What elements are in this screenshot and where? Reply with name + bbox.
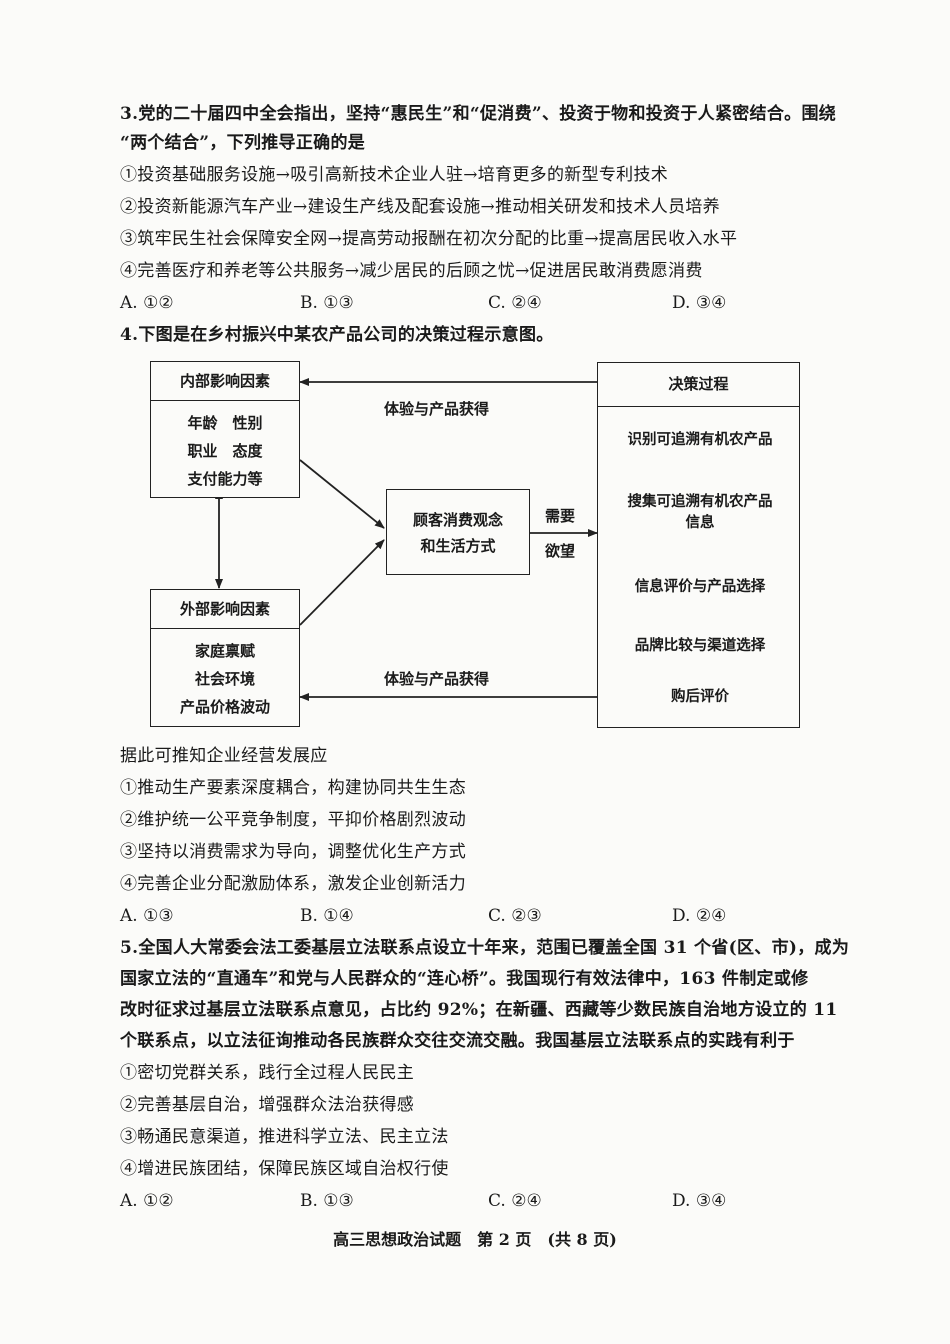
desire-label: 欲望 bbox=[545, 542, 576, 560]
internal-to-center-arrow bbox=[299, 459, 385, 529]
decision-process-box: 决策过程 bbox=[597, 362, 800, 728]
q5-item-4: ④增进民族团结，保障民族区域自治权行使 bbox=[120, 1159, 449, 1179]
consumer-concept-line: 和生活方式 bbox=[420, 537, 496, 555]
q3-item-1: ①投资基础服务设施→吸引高新技术企业人驻→培育更多的新型专利技术 bbox=[120, 165, 669, 185]
decision-step-2-cont: 信息 bbox=[685, 514, 715, 531]
q3-item-2: ②投资新能源汽车产业→建设生产线及配套设施→推动相关研发和技术人员培养 bbox=[120, 197, 720, 217]
feedback-label-top: 体验与产品获得 bbox=[384, 400, 490, 418]
internal-factors-box: 内部影响因素 年龄 性别 职业 态度 支付能力等 bbox=[150, 361, 300, 498]
consumer-concept-line: 顾客消费观念 bbox=[412, 511, 503, 529]
q4-item-4: ④完善企业分配激励体系，激发企业创新活力 bbox=[120, 874, 466, 894]
external-factor-line: 社会环境 bbox=[194, 670, 255, 688]
q3-item-3: ③筑牢民生社会保障安全网→提高劳动报酬在初次分配的比重→提高居民收入水平 bbox=[120, 229, 738, 249]
external-factors-title: 外部影响因素 bbox=[151, 590, 299, 629]
decision-step-4: 品牌比较与渠道选择 bbox=[634, 637, 766, 654]
q5-stem-line4: 个联系点，以立法征询推动各民族群众交往交流交融。我国基层立法联系点的实践有利于 bbox=[120, 1031, 795, 1051]
q4-option-b: B. ①④ bbox=[300, 906, 354, 926]
external-to-center-arrow bbox=[299, 539, 385, 626]
q3-option-c: C. ②④ bbox=[488, 293, 542, 313]
q4-item-2: ②维护统一公平竞争制度，平抑价格剧烈波动 bbox=[120, 810, 466, 830]
internal-factor-line: 年龄 性别 bbox=[187, 414, 263, 432]
internal-factors-title: 内部影响因素 bbox=[151, 362, 299, 401]
q5-item-3: ③畅通民意渠道，推进科学立法、民主立法 bbox=[120, 1127, 449, 1147]
decision-step-3: 信息评价与产品选择 bbox=[634, 578, 766, 595]
q3-option-b: B. ①③ bbox=[300, 293, 354, 313]
external-factors-box: 外部影响因素 家庭禀赋 社会环境 产品价格波动 bbox=[150, 589, 300, 727]
q5-option-b: B. ①③ bbox=[300, 1191, 354, 1211]
need-label: 需要 bbox=[545, 507, 576, 525]
internal-factor-line: 职业 态度 bbox=[187, 442, 263, 460]
q3-item-4: ④完善医疗和养老等公共服务→减少居民的后顾之忧→促进居民敢消费愿消费 bbox=[120, 261, 703, 281]
decision-diagram-arrows bbox=[215, 378, 704, 701]
q4-option-c: C. ②③ bbox=[488, 906, 542, 926]
decision-step-2: 搜集可追溯有机农产品 bbox=[627, 493, 773, 510]
decision-step-1: 识别可追溯有机农产品 bbox=[627, 431, 773, 448]
external-factor-line: 产品价格波动 bbox=[179, 698, 270, 716]
q3-stem-line2: “两个结合”，下列推导正确的是 bbox=[120, 133, 366, 153]
q3-option-d: D. ③④ bbox=[672, 293, 727, 313]
q4-item-1: ①推动生产要素深度耦合，构建协同共生生态 bbox=[120, 778, 466, 798]
q5-option-a: A. ①② bbox=[120, 1191, 174, 1211]
q5-option-d: D. ③④ bbox=[672, 1191, 727, 1211]
page-footer: 高三思想政治试题 第 2 页 (共 8 页) bbox=[333, 1230, 617, 1249]
q5-stem-line2: 国家立法的“直通车”和党与人民群众的“连心桥”。我国现行有效法律中，163 件制… bbox=[120, 969, 809, 989]
q4-stem: 4.下图是在乡村振兴中某农产品公司的决策过程示意图。 bbox=[120, 325, 554, 345]
q5-stem-line1: 5.全国人大常委会法工委基层立法联系点设立十年来，范围已覆盖全国 31 个省(区… bbox=[120, 938, 850, 958]
q3-option-a: A. ①② bbox=[120, 293, 174, 313]
q4-lead: 据此可推知企业经营发展应 bbox=[120, 746, 328, 766]
q4-option-d: D. ②④ bbox=[672, 906, 727, 926]
q5-item-2: ②完善基层自治，增强群众法治获得感 bbox=[120, 1095, 415, 1115]
q3-stem-line1: 3.党的二十届四中全会指出，坚持“惠民生”和“促消费”、投资于物和投资于人紧密结… bbox=[120, 104, 837, 124]
feedback-label-bottom: 体验与产品获得 bbox=[384, 670, 490, 688]
q5-item-1: ①密切党群关系，践行全过程人民民主 bbox=[120, 1063, 415, 1083]
external-factor-line: 家庭禀赋 bbox=[194, 642, 255, 660]
decision-step-5: 购后评价 bbox=[671, 688, 729, 705]
consumer-concept-box: 顾客消费观念 和生活方式 bbox=[386, 489, 530, 575]
internal-factor-line: 支付能力等 bbox=[187, 470, 263, 488]
q4-item-3: ③坚持以消费需求为导向，调整优化生产方式 bbox=[120, 842, 466, 862]
q4-option-a: A. ①③ bbox=[120, 906, 174, 926]
q5-option-c: C. ②④ bbox=[488, 1191, 542, 1211]
q5-stem-line3: 改时征求过基层立法联系点意见，占比约 92%；在新疆、西藏等少数民族自治地方设立… bbox=[120, 1000, 838, 1020]
decision-process-title: 决策过程 bbox=[598, 363, 799, 407]
